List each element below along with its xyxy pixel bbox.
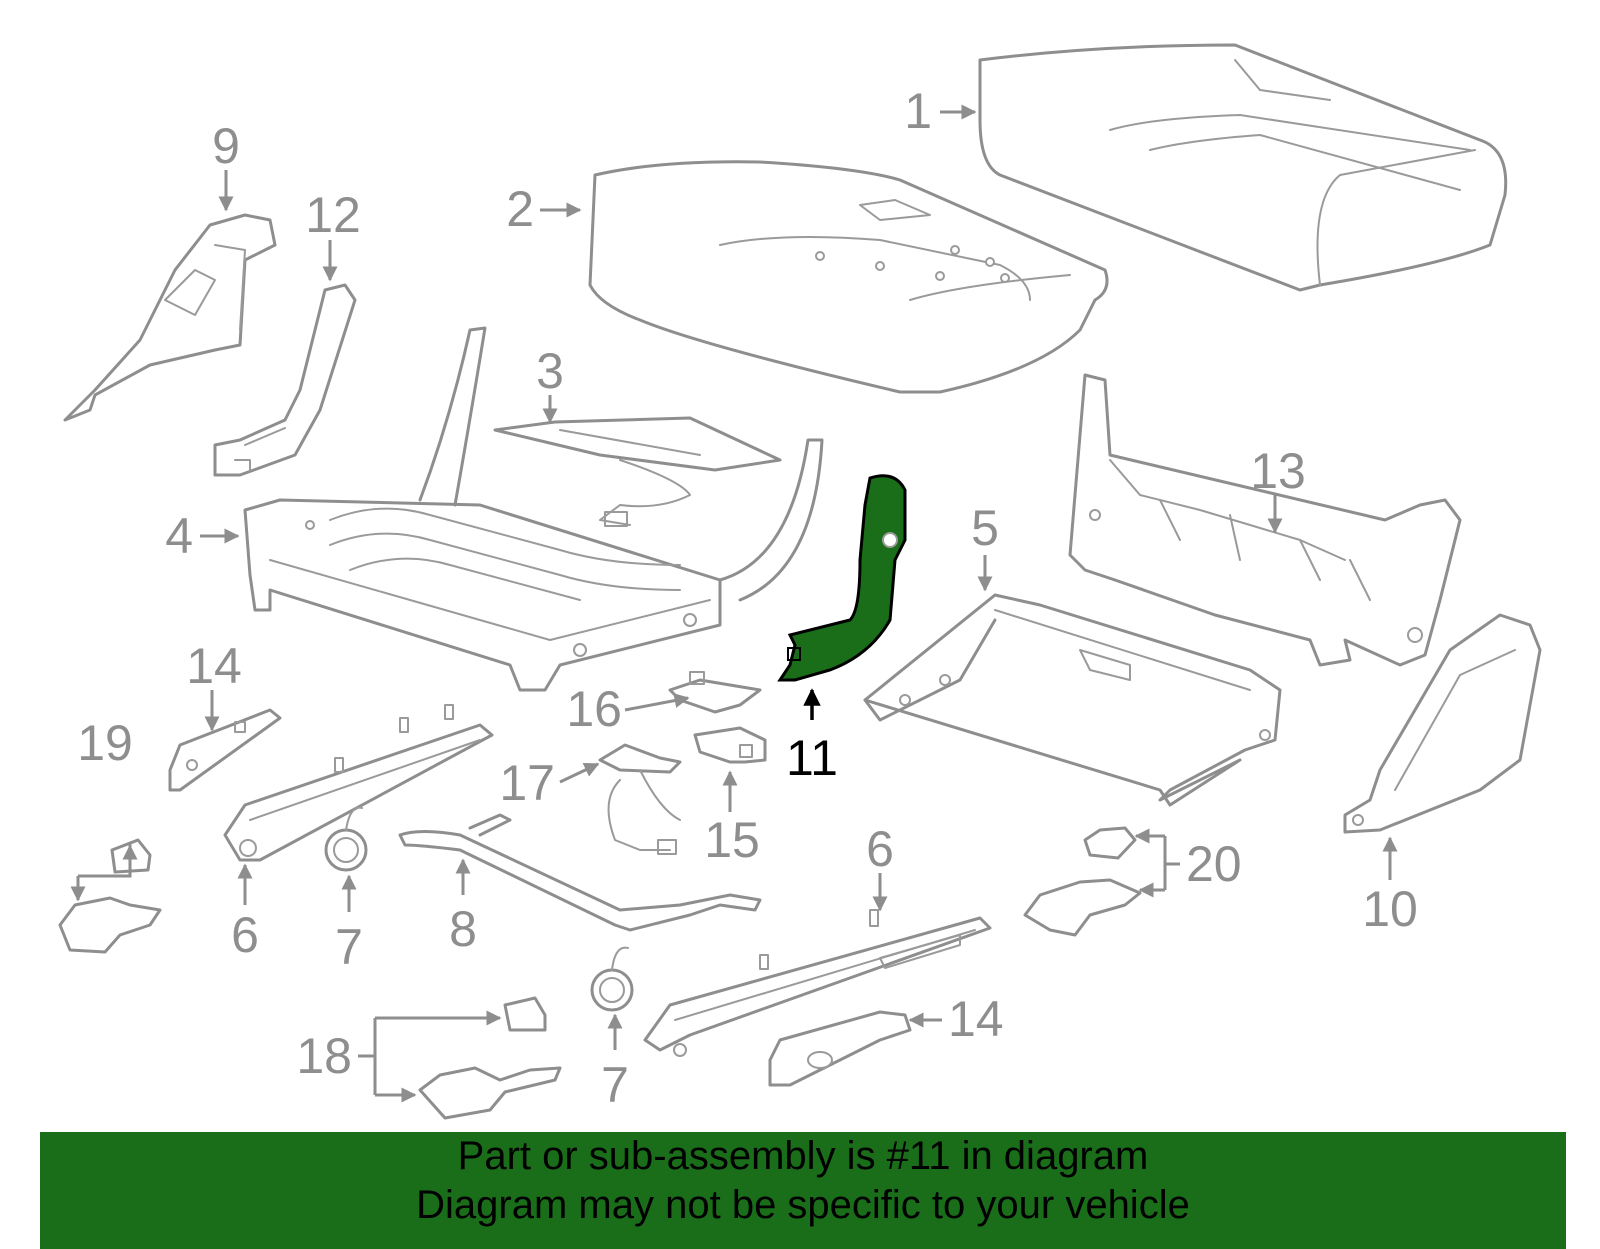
callout-16: 16 xyxy=(566,681,622,737)
callout-9: 9 xyxy=(212,118,240,174)
part-3-support-mat[interactable] xyxy=(493,416,782,527)
callout-15: 15 xyxy=(704,812,760,868)
part-2-cushion-pad[interactable] xyxy=(588,160,1109,394)
part-8-release-rod[interactable] xyxy=(398,813,762,932)
callout-14-lower: 14 xyxy=(948,991,1004,1047)
callout-6-lower: 6 xyxy=(866,821,894,877)
part-15-connector-bracket[interactable] xyxy=(693,726,767,764)
part-18-cover-small[interactable] xyxy=(503,996,547,1032)
part-13-rear-frame[interactable] xyxy=(1068,373,1462,667)
callout-17: 17 xyxy=(499,755,555,811)
banner-line-1: Part or sub-assembly is #11 in diagram xyxy=(457,1134,1149,1178)
info-banner: Part or sub-assembly is #11 in diagram D… xyxy=(40,1132,1566,1249)
callout-14-upper: 14 xyxy=(186,638,242,694)
part-18-cover-large[interactable] xyxy=(418,1066,562,1120)
leader-lines xyxy=(70,104,1398,1103)
callout-labels: 1 2 3 4 5 6 6 7 7 8 9 10 11 12 13 14 14 … xyxy=(77,83,1418,1113)
part-12-trim-panel[interactable] xyxy=(213,283,357,477)
part-7-spring-upper[interactable] xyxy=(324,806,368,872)
part-17-wire-harness[interactable] xyxy=(598,743,682,855)
part-19-cover-small[interactable] xyxy=(110,838,152,874)
callout-2: 2 xyxy=(506,181,534,237)
callout-3: 3 xyxy=(536,343,564,399)
part-14-trim-cover-lower[interactable] xyxy=(768,1010,912,1087)
callout-4: 4 xyxy=(165,508,193,564)
part-6-seat-track-left[interactable] xyxy=(223,704,494,862)
callout-7-upper: 7 xyxy=(335,919,363,975)
part-20-cover-small[interactable] xyxy=(1083,826,1137,860)
callout-1: 1 xyxy=(904,83,932,139)
part-5-cross-member[interactable] xyxy=(863,593,1282,807)
part-16-sensor-bracket[interactable] xyxy=(668,671,762,714)
callout-6-upper: 6 xyxy=(231,907,259,963)
part-1-cushion-cover[interactable] xyxy=(978,43,1508,292)
part-4-seat-frame[interactable] xyxy=(243,326,824,692)
callout-20: 20 xyxy=(1186,836,1242,892)
part-10-side-shield[interactable] xyxy=(1343,613,1542,834)
part-11-highlighted-bracket[interactable] xyxy=(777,474,907,682)
part-20-cover-large[interactable] xyxy=(1023,878,1142,937)
callout-7-lower: 7 xyxy=(601,1057,629,1113)
callout-11: 11 xyxy=(786,730,838,786)
part-19-cover-large[interactable] xyxy=(58,896,162,954)
callout-18: 18 xyxy=(296,1028,352,1084)
callout-13: 13 xyxy=(1250,443,1306,499)
part-7-spring-lower[interactable] xyxy=(590,946,634,1012)
part-9-side-shield[interactable] xyxy=(63,213,277,422)
callout-12: 12 xyxy=(305,187,361,243)
banner-line-2: Diagram may not be specific to your vehi… xyxy=(416,1183,1190,1227)
callout-8: 8 xyxy=(449,901,477,957)
part-14-trim-cover-upper[interactable] xyxy=(168,708,282,792)
callout-10: 10 xyxy=(1362,881,1418,937)
callout-5: 5 xyxy=(971,500,999,556)
callout-19: 19 xyxy=(77,715,133,771)
part-6-seat-track-right[interactable] xyxy=(643,909,992,1057)
